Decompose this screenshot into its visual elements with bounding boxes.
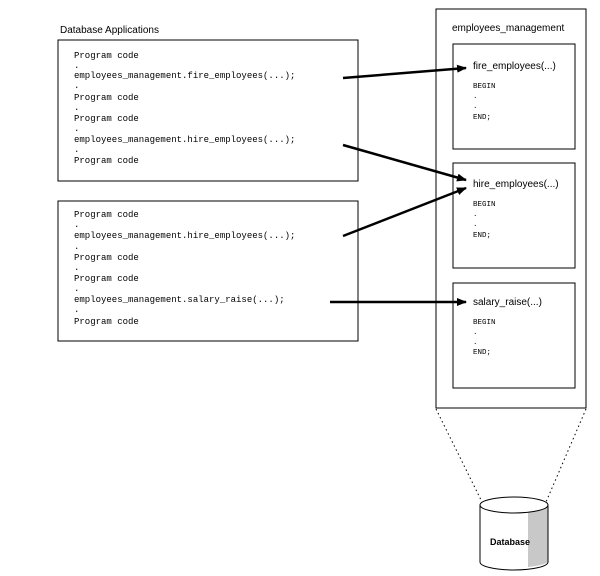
- procedure-dot2-hire: .: [473, 221, 478, 229]
- procedure-name-hire: hire_employees(...): [473, 179, 559, 190]
- arrow-hire-call-2: [342, 186, 467, 238]
- procedure-dot2-fire: .: [473, 103, 478, 111]
- application-box-1: [57, 39, 359, 182]
- procedure-name-fire: fire_employees(...): [473, 61, 556, 72]
- procedure-end-salary: END;: [473, 349, 492, 357]
- procedure-end-hire: END;: [473, 232, 492, 240]
- procedure-name-salary: salary_raise(...): [473, 297, 542, 308]
- app1-call-hire: employees_management.hire_employees(...)…: [74, 135, 296, 145]
- app2-dot-2: .: [74, 242, 80, 252]
- app2-call-hire: employees_management.hire_employees(...)…: [74, 231, 296, 241]
- app2-call-salary: employees_management.salary_raise(...);: [74, 295, 285, 305]
- projection-line-left: [435, 408, 483, 503]
- app2-dot-1: .: [74, 220, 80, 230]
- app1-call-fire: employees_management.fire_employees(...)…: [74, 71, 296, 81]
- package-title: employees_management: [452, 23, 565, 34]
- app2-dot-5: .: [74, 305, 80, 315]
- procedure-dot-fire: .: [473, 93, 478, 101]
- app1-dot-3: .: [74, 103, 80, 113]
- app1-dot-1: .: [74, 61, 80, 71]
- app2-dot-3: .: [74, 263, 80, 273]
- procedure-begin-hire: BEGIN: [473, 201, 496, 209]
- arrow-hire-call-1: [342, 143, 467, 182]
- app2-code-line-3: Program code: [74, 274, 139, 284]
- procedure-begin-salary: BEGIN: [473, 319, 496, 327]
- app1-code-line-1: Program code: [74, 51, 139, 61]
- projection-line-right: [545, 408, 587, 503]
- procedure-end-fire: END;: [473, 114, 492, 122]
- app1-code-line-3: Program code: [74, 114, 139, 124]
- procedure-box-salary: [452, 282, 576, 389]
- application-box-2: [57, 200, 359, 342]
- app1-dot-4: .: [74, 124, 80, 134]
- app2-code-line-4: Program code: [74, 317, 139, 327]
- app1-code-line-4: Program code: [74, 156, 139, 166]
- package-box: [435, 8, 587, 409]
- app1-dot-2: .: [74, 81, 80, 91]
- procedure-box-hire: [452, 162, 576, 269]
- app2-code-line-1: Program code: [74, 210, 139, 220]
- procedure-dot-salary: .: [473, 329, 478, 337]
- applications-title: Database Applications: [60, 25, 159, 36]
- app2-code-line-2: Program code: [74, 253, 139, 263]
- app1-code-line-2: Program code: [74, 93, 139, 103]
- database-cylinder-icon: [479, 496, 549, 571]
- app1-dot-5: .: [74, 145, 80, 155]
- arrow-fire-call: [342, 64, 467, 80]
- procedure-begin-fire: BEGIN: [473, 83, 496, 91]
- procedure-dot-hire: .: [473, 211, 478, 219]
- procedure-dot2-salary: .: [473, 339, 478, 347]
- app2-dot-4: .: [74, 284, 80, 294]
- procedure-box-fire: [452, 43, 576, 150]
- database-label: Database: [490, 537, 531, 547]
